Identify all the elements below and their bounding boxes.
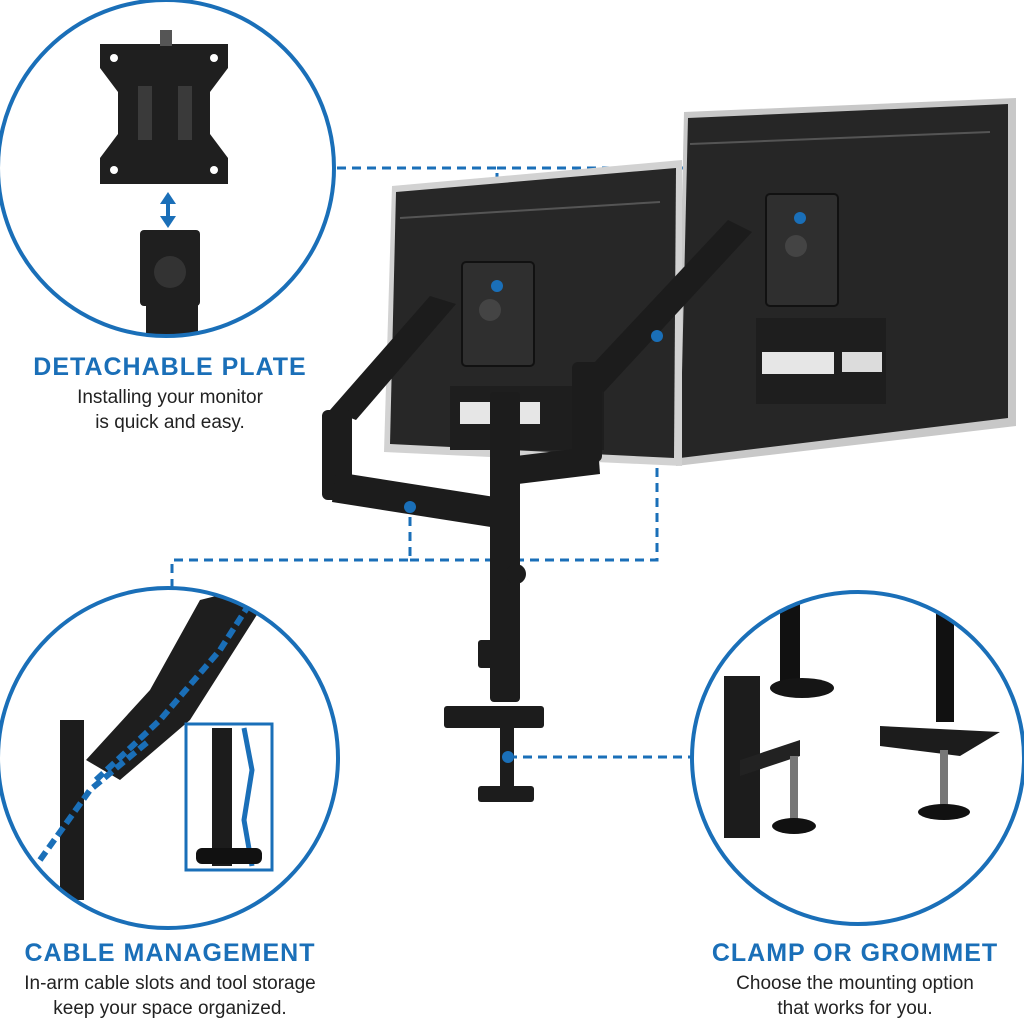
cable-callout-line <box>170 507 412 588</box>
detachable-plate-desc-line1: Installing your monitor <box>77 387 263 408</box>
detachable-plate-desc-line2: is quick and easy. <box>95 412 245 433</box>
cable-management-title: CABLE MANAGEMENT <box>24 939 316 967</box>
clamp-grommet-title: CLAMP OR GROMMET <box>711 939 999 967</box>
plate-callout-line <box>337 166 499 286</box>
clamp-grommet-caption: CLAMP OR GROMMET Choose the mounting opt… <box>690 938 1020 1021</box>
detachable-plate-caption: DETACHABLE PLATE Installing your monitor… <box>10 352 330 435</box>
monitor-right <box>676 98 1016 466</box>
detachable-plate-title: DETACHABLE PLATE <box>33 353 307 381</box>
cable-callout-dot-left <box>404 501 416 513</box>
cable-management-desc-line2: keep your space organized. <box>53 998 287 1019</box>
clamp-callout-dot <box>502 751 514 763</box>
monitor-arm <box>322 220 752 802</box>
clamp-detail-circle <box>690 590 1024 926</box>
cable-callout-dot-right <box>651 330 663 342</box>
clamp-grommet-desc-line2: that works for you. <box>777 998 933 1019</box>
cable-management-caption: CABLE MANAGEMENT In-arm cable slots and … <box>0 938 340 1021</box>
plate-callout-dot-left <box>491 280 503 292</box>
plate-detail-circle <box>0 0 336 338</box>
plate-callout-dot-right <box>794 212 806 224</box>
clamp-grommet-desc-line1: Choose the mounting option <box>736 973 974 994</box>
cable-detail-circle <box>0 586 340 930</box>
cable-management-desc-line1: In-arm cable slots and tool storage <box>24 973 316 994</box>
